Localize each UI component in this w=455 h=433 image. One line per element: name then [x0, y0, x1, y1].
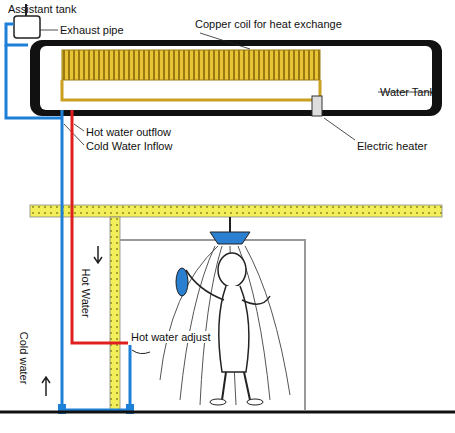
part-label: Copper coil for heat exchange [195, 18, 342, 30]
part-label: Hot water outflow [86, 126, 171, 138]
part-label: Water Tank [380, 86, 435, 98]
part-label: Assistant tank [8, 3, 76, 15]
part-label: Electric heater [357, 140, 427, 152]
part-label: Exhaust pipe [60, 24, 124, 36]
part-label: Cold Water Inflow [86, 140, 172, 152]
part-label: Hot water adjust [130, 331, 211, 343]
part-label: Cold water [18, 332, 30, 385]
part-label: Hot Water [80, 268, 92, 317]
